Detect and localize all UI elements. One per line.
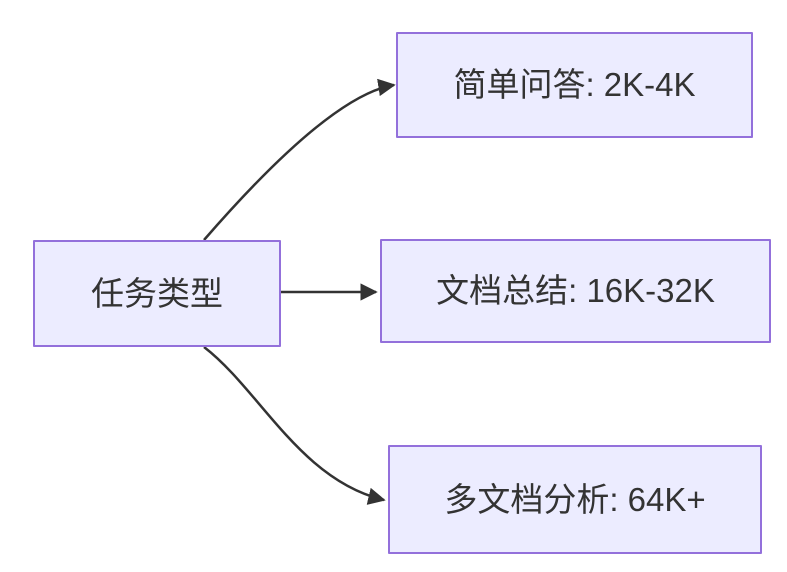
- edge-root-to-simple-qa: [203, 78, 396, 241]
- node-simple-qa: 简单问答: 2K-4K: [396, 32, 753, 138]
- node-doc-summary: 文档总结: 16K-32K: [380, 239, 771, 343]
- edge-root-to-multi-doc: [203, 346, 386, 505]
- node-doc-summary-label: 文档总结: 16K-32K: [436, 272, 715, 310]
- node-multi-doc-label: 多文档分析: 64K+: [444, 480, 706, 518]
- node-task-type: 任务类型: [33, 240, 281, 347]
- node-multi-doc: 多文档分析: 64K+: [388, 445, 762, 554]
- node-task-type-label: 任务类型: [91, 274, 223, 312]
- node-simple-qa-label: 简单问答: 2K-4K: [453, 66, 696, 104]
